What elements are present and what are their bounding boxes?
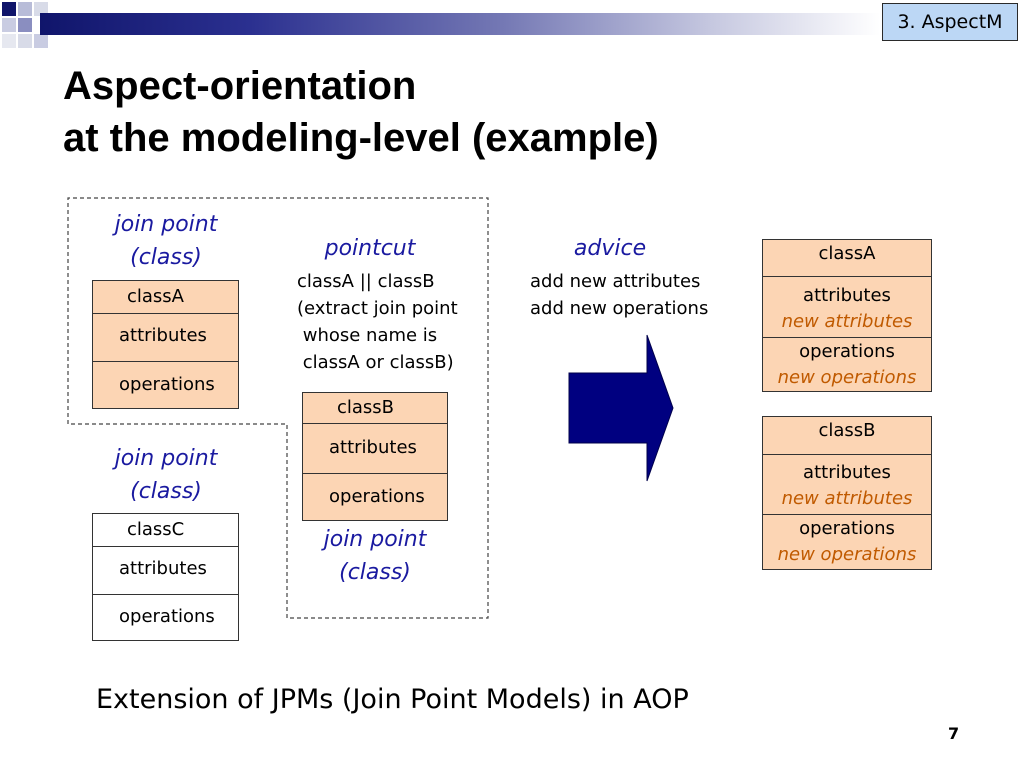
- join-point-label-a: join point (class): [96, 208, 236, 274]
- join-point-label-c: join point (class): [96, 442, 236, 508]
- class-name-row: classA: [93, 281, 238, 313]
- header-gradient-bar: [40, 13, 880, 35]
- operations-label: operations: [329, 486, 425, 507]
- operations-row: operations new operations: [763, 337, 931, 391]
- slide-title-line1: Aspect-orientation: [63, 64, 417, 108]
- pointcut-line: classA || classB: [297, 271, 435, 292]
- advice-label: advice: [573, 236, 647, 261]
- class-name-row: classC: [93, 514, 238, 546]
- join-point-label-a-line2: (class): [130, 245, 202, 270]
- attributes-label: attributes: [803, 285, 891, 306]
- new-operations-label: new operations: [777, 367, 917, 388]
- pointcut-line: (extract join point: [297, 298, 458, 319]
- attributes-label: attributes: [329, 437, 417, 458]
- slide-caption: Extension of JPMs (Join Point Models) in…: [96, 684, 689, 715]
- operations-label: operations: [799, 341, 895, 362]
- join-point-label-c-line2: (class): [130, 479, 202, 504]
- result-class-box-a: classA attributes new attributes operati…: [762, 239, 932, 392]
- attributes-row: attributes: [93, 546, 238, 594]
- weave-arrow-icon: [568, 334, 674, 482]
- advice-line: add new attributes: [530, 271, 701, 292]
- advice-line: add new operations: [530, 298, 709, 319]
- new-attributes-label: new attributes: [781, 488, 913, 509]
- deco-square: [18, 18, 32, 32]
- result-class-box-b: classB attributes new attributes operati…: [762, 416, 932, 570]
- operations-label: operations: [119, 374, 215, 395]
- attributes-label: attributes: [119, 558, 207, 579]
- class-name-row: classA: [763, 240, 931, 276]
- deco-square: [18, 2, 32, 16]
- class-name: classC: [127, 519, 185, 540]
- new-attributes-label: new attributes: [781, 311, 913, 332]
- slide-title: Aspect-orientation at the modeling-level…: [63, 60, 659, 164]
- join-point-label-a-line1: join point: [114, 212, 218, 237]
- operations-row: operations new operations: [763, 514, 931, 569]
- deco-square: [34, 2, 48, 16]
- new-operations-label: new operations: [777, 544, 917, 565]
- section-tag: 3. AspectM: [882, 3, 1018, 41]
- deco-square: [2, 18, 16, 32]
- class-box-a: classA attributes operations: [92, 280, 239, 409]
- class-name-row: classB: [303, 393, 447, 423]
- page-number: 7: [948, 724, 960, 743]
- join-point-label-c-line1: join point: [114, 446, 218, 471]
- operations-label: operations: [799, 518, 895, 539]
- deco-square: [34, 34, 48, 48]
- operations-row: operations: [93, 361, 238, 408]
- class-name: classA: [818, 243, 876, 264]
- operations-label: operations: [119, 606, 215, 627]
- attributes-row: attributes: [93, 313, 238, 361]
- join-point-label-b: join point (class): [305, 523, 445, 589]
- join-point-label-b-line1: join point: [323, 527, 427, 552]
- pointcut-label: pointcut: [324, 236, 416, 261]
- deco-square: [18, 34, 32, 48]
- attributes-label: attributes: [803, 462, 891, 483]
- class-name: classB: [818, 420, 876, 441]
- operations-row: operations: [303, 473, 447, 520]
- attributes-row: attributes new attributes: [763, 276, 931, 337]
- attributes-row: attributes: [303, 423, 447, 473]
- class-name: classB: [337, 397, 395, 418]
- deco-square: [2, 2, 16, 16]
- operations-row: operations: [93, 594, 238, 640]
- pointcut-line: classA or classB): [297, 352, 454, 373]
- attributes-label: attributes: [119, 325, 207, 346]
- attributes-row: attributes new attributes: [763, 454, 931, 514]
- class-box-b: classB attributes operations: [302, 392, 448, 521]
- join-point-label-b-line2: (class): [339, 560, 411, 585]
- pointcut-line: whose name is: [297, 325, 438, 346]
- class-name: classA: [127, 286, 184, 307]
- class-box-c: classC attributes operations: [92, 513, 239, 641]
- class-name-row: classB: [763, 417, 931, 454]
- deco-square: [2, 34, 16, 48]
- slide-title-line2: at the modeling-level (example): [63, 116, 659, 160]
